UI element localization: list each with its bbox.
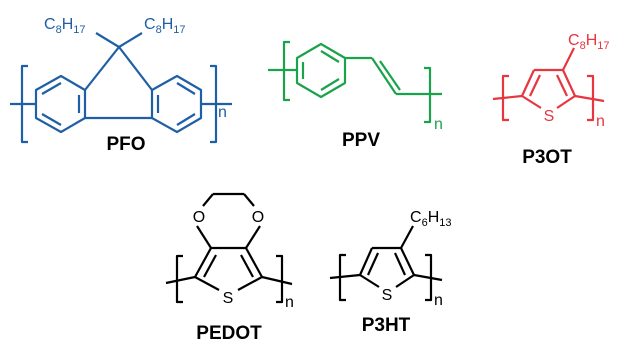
pfo-repeat-index: n [218, 104, 227, 121]
p3ht-ring-c-s-bond [395, 274, 415, 288]
pfo-label: PFO [106, 134, 145, 155]
ppv-right-bracket [424, 66, 432, 124]
pedot-o-c-bond [196, 225, 212, 249]
p3ht-substituent: C6H13 [410, 209, 452, 229]
pedot-ring-c-s-bond [194, 276, 220, 291]
pedot-oxygen-atom: O [193, 209, 205, 226]
pedot-ring-bond [194, 247, 212, 278]
pfo-left-ring-inner-bond [41, 113, 62, 126]
pfo-right-ring-inner-bond [176, 82, 196, 95]
p3ht-ring-bond [400, 247, 415, 276]
ppv-vinylene-double-bond-inner [379, 60, 401, 91]
p3ht-ring-double-bond-inner [393, 252, 407, 276]
pedot-left-backbone-bond [165, 275, 196, 285]
pfo-left-ring-inner-bond [41, 82, 62, 95]
pedot-label: PEDOT [196, 323, 262, 344]
ppv-label: PPV [342, 130, 380, 151]
pedot-ch2-o-bond [202, 193, 214, 207]
pedot-ring-c-s-bond [237, 276, 263, 291]
pedot-ch2-o-bond [243, 193, 255, 207]
p3ot-ring-c-s-bond [521, 95, 542, 109]
pedot-o-c-bond [245, 225, 261, 249]
ppv-ring-inner-bond [320, 50, 340, 63]
p3ht-label: P3HT [362, 315, 411, 336]
p3ot-ring-double-bond-inner [529, 74, 541, 97]
ppv-structure [268, 40, 442, 124]
pedot-structure [165, 192, 293, 304]
p3ht-ring-double-bond-inner [366, 252, 380, 276]
pedot-oxygen-atom: O [252, 209, 264, 226]
p3ot-ring-bond [521, 69, 535, 97]
p3ot-right-backbone-bond [574, 94, 605, 103]
p3ot-right-bracket [587, 74, 595, 122]
p3ot-ring-bond [562, 69, 576, 97]
p3ht-alkyl-bond [400, 225, 414, 249]
ppv-ring-inner-bond [320, 78, 340, 91]
pfo-left-alkyl-bond [95, 32, 120, 48]
p3ht-right-backbone-bond [413, 273, 443, 282]
pfo-right-alkyl-bond [118, 32, 143, 48]
p3ht-repeat-index: n [434, 292, 443, 309]
pfo-c9-left-bond [84, 46, 120, 91]
pedot-left-bracket [175, 254, 183, 304]
pfo-left-substituent: C8H17 [44, 16, 86, 36]
ppv-benzene-ring [295, 42, 347, 99]
ppv-left-bracket [282, 40, 290, 102]
p3ht-left-bracket [338, 253, 346, 302]
p3ht-ring-c-s-bond [359, 274, 380, 288]
pfo-c9-right-bond [118, 46, 153, 91]
pedot-sulfur-atom: S [223, 290, 234, 307]
pfo-right-ring-inner-bond [176, 113, 196, 126]
p3ot-ring-double-bond-inner [556, 74, 568, 97]
p3ot-alkyl-bond [562, 47, 575, 71]
p3ot-ring-c-s-bond [556, 95, 576, 109]
p3ht-right-bracket [425, 253, 433, 302]
pfo-right-benzene-ring [150, 74, 203, 134]
p3ot-repeat-index: n [596, 113, 605, 130]
pedot-ring-bond [245, 247, 263, 278]
p3ht-sulfur-atom: S [382, 287, 393, 304]
ppv-repeat-index: n [434, 116, 443, 133]
p3ot-label: P3OT [522, 147, 572, 168]
p3ht-structure [329, 225, 443, 302]
pedot-right-bracket [276, 254, 284, 304]
pfo-right-bracket [210, 64, 218, 144]
ppv-vinylene-double-bond [371, 57, 397, 95]
pfo-structure [10, 32, 232, 144]
pfo-right-substituent: C8H17 [144, 16, 186, 36]
pedot-ring-double-bond-inner [240, 254, 254, 278]
p3ot-structure [492, 47, 605, 122]
p3ot-sulfur-atom: S [544, 108, 555, 125]
p3ht-left-backbone-bond [329, 273, 361, 280]
pfo-left-bracket [20, 64, 28, 144]
p3ht-ring-bond [358, 247, 374, 276]
p3ot-substituent: C8H17 [568, 32, 610, 52]
pedot-right-backbone-bond [261, 275, 293, 286]
pedot-ring-double-bond-inner [203, 254, 217, 278]
p3ot-left-backbone-bond [492, 94, 523, 101]
pedot-repeat-index: n [285, 294, 294, 311]
p3ot-left-bracket [501, 74, 509, 122]
